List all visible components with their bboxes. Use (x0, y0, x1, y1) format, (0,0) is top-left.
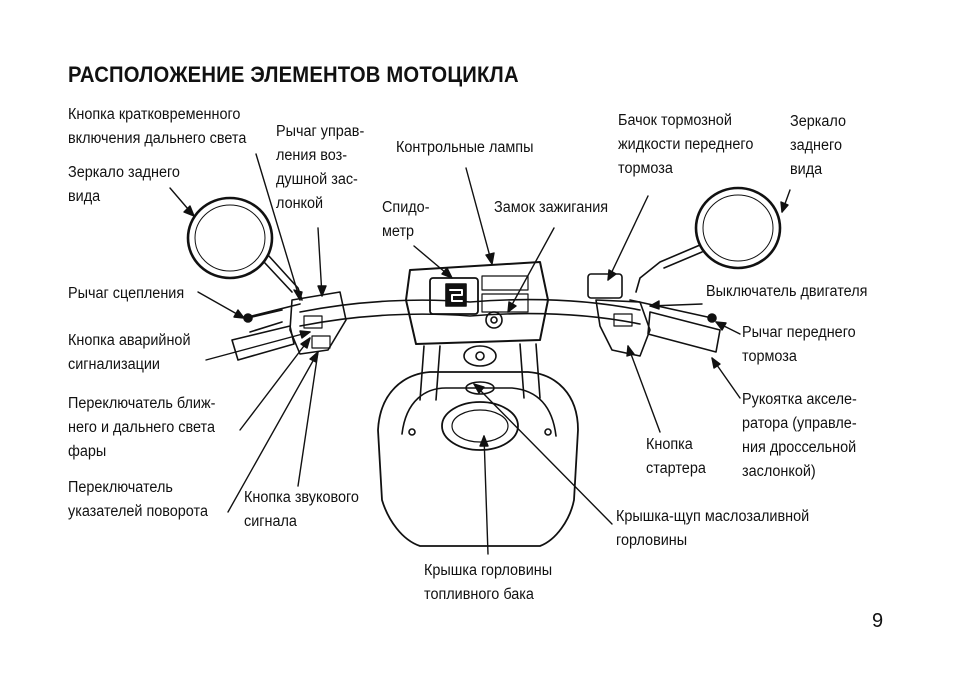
right-mirror (635, 186, 782, 293)
label-clutch-lever: Рычаг сцепления (68, 285, 185, 302)
page-title: РАСПОЛОЖЕНИЕ ЭЛЕМЕНТОВ МОТОЦИКЛА (68, 62, 519, 87)
label-throttle-grip: Рукоятка акселе-ратора (управле- ния дро… (742, 391, 857, 480)
label-speedometer: Спидо-метр (382, 199, 430, 240)
page-number: 9 (872, 610, 884, 632)
handlebar (247, 298, 641, 333)
left-grip-assembly (231, 291, 347, 361)
label-engine-switch: Выключатель двигателя (706, 283, 868, 300)
label-beam-switch: Переключатель ближ-него и дальнего света… (68, 395, 216, 460)
left-mirror (186, 196, 303, 301)
label-choke-lever: Рычаг управ-ления воз- душной зас-лонкой (276, 123, 365, 212)
label-ignition-lock: Замок зажигания (494, 199, 609, 216)
instrument-cluster (405, 261, 549, 345)
label-indicator-lamps: Контрольные лампы (396, 139, 534, 156)
right-grip-assembly (587, 273, 721, 357)
callout-lines (169, 153, 791, 555)
